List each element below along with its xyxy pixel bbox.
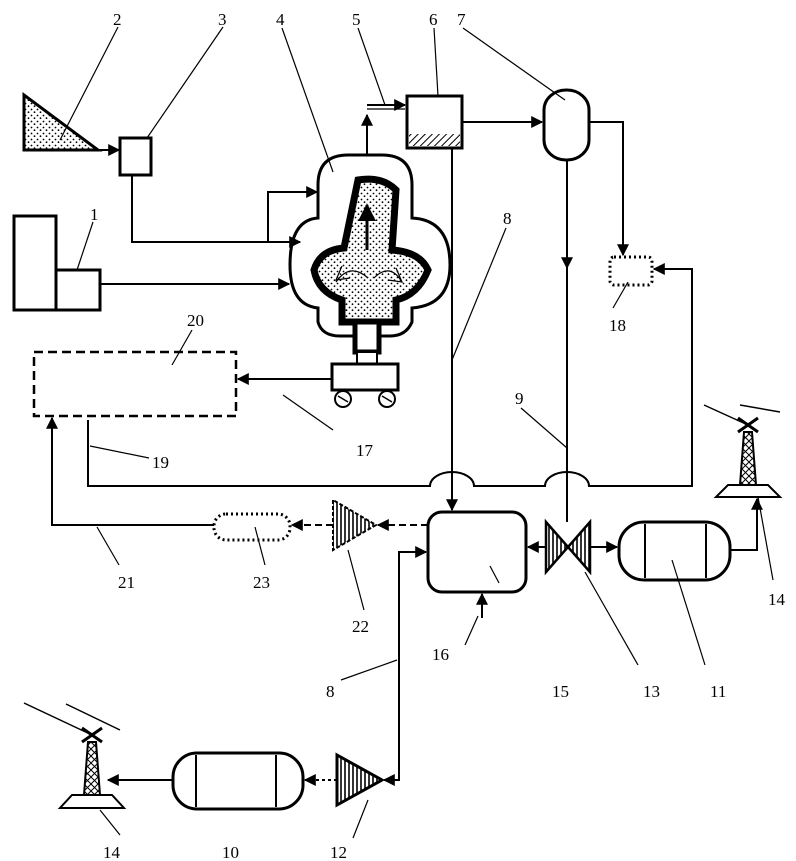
label-8-lower: 8: [326, 682, 335, 701]
unit-18: [608, 255, 654, 287]
gasifier-4: [288, 153, 452, 355]
compressor-12: [335, 752, 386, 808]
label-16: 16: [432, 645, 449, 664]
label-5: 5: [352, 10, 361, 29]
unit-20: [32, 350, 238, 418]
separator-7: [542, 88, 591, 162]
label-10: 10: [222, 843, 239, 861]
storage-tank-10: [171, 751, 305, 811]
tank-23: [212, 512, 292, 542]
tower-14-right: [703, 404, 783, 498]
dust-collector-6: [405, 94, 464, 150]
label-9: 9: [515, 389, 524, 408]
label-23: 23: [253, 573, 270, 592]
tower-14-left: [23, 702, 127, 809]
number-labels: 1 2 3 4 5 6 7 8 9 18 20 17 19 21 23 22 1…: [90, 10, 786, 861]
label-14-right: 14: [768, 590, 786, 609]
label-6: 6: [429, 10, 438, 29]
ash-cart-17: [330, 362, 400, 408]
label-12: 12: [330, 843, 347, 861]
label-4: 4: [276, 10, 285, 29]
valve-13: [544, 518, 592, 576]
tank-15: [426, 510, 528, 594]
blower-1: [12, 214, 102, 312]
label-13: 13: [643, 682, 660, 701]
leader-lines: [59, 26, 774, 839]
stockpile-2: [22, 92, 103, 152]
label-22: 22: [352, 617, 369, 636]
label-14-left: 14: [103, 843, 121, 861]
flow-lines: [46, 99, 763, 786]
label-15: 15: [552, 682, 569, 701]
label-3: 3: [218, 10, 227, 29]
label-18: 18: [609, 316, 626, 335]
label-11: 11: [710, 682, 726, 701]
storage-tank-11: [617, 520, 732, 582]
label-21: 21: [118, 573, 135, 592]
label-19: 19: [152, 453, 169, 472]
feeder-3: [118, 136, 153, 177]
label-20: 20: [187, 311, 204, 330]
label-17: 17: [356, 441, 374, 460]
label-7: 7: [457, 10, 466, 29]
label-8-upper: 8: [503, 209, 512, 228]
compressor-22: [332, 498, 378, 552]
label-1: 1: [90, 205, 99, 224]
label-2: 2: [113, 10, 122, 29]
